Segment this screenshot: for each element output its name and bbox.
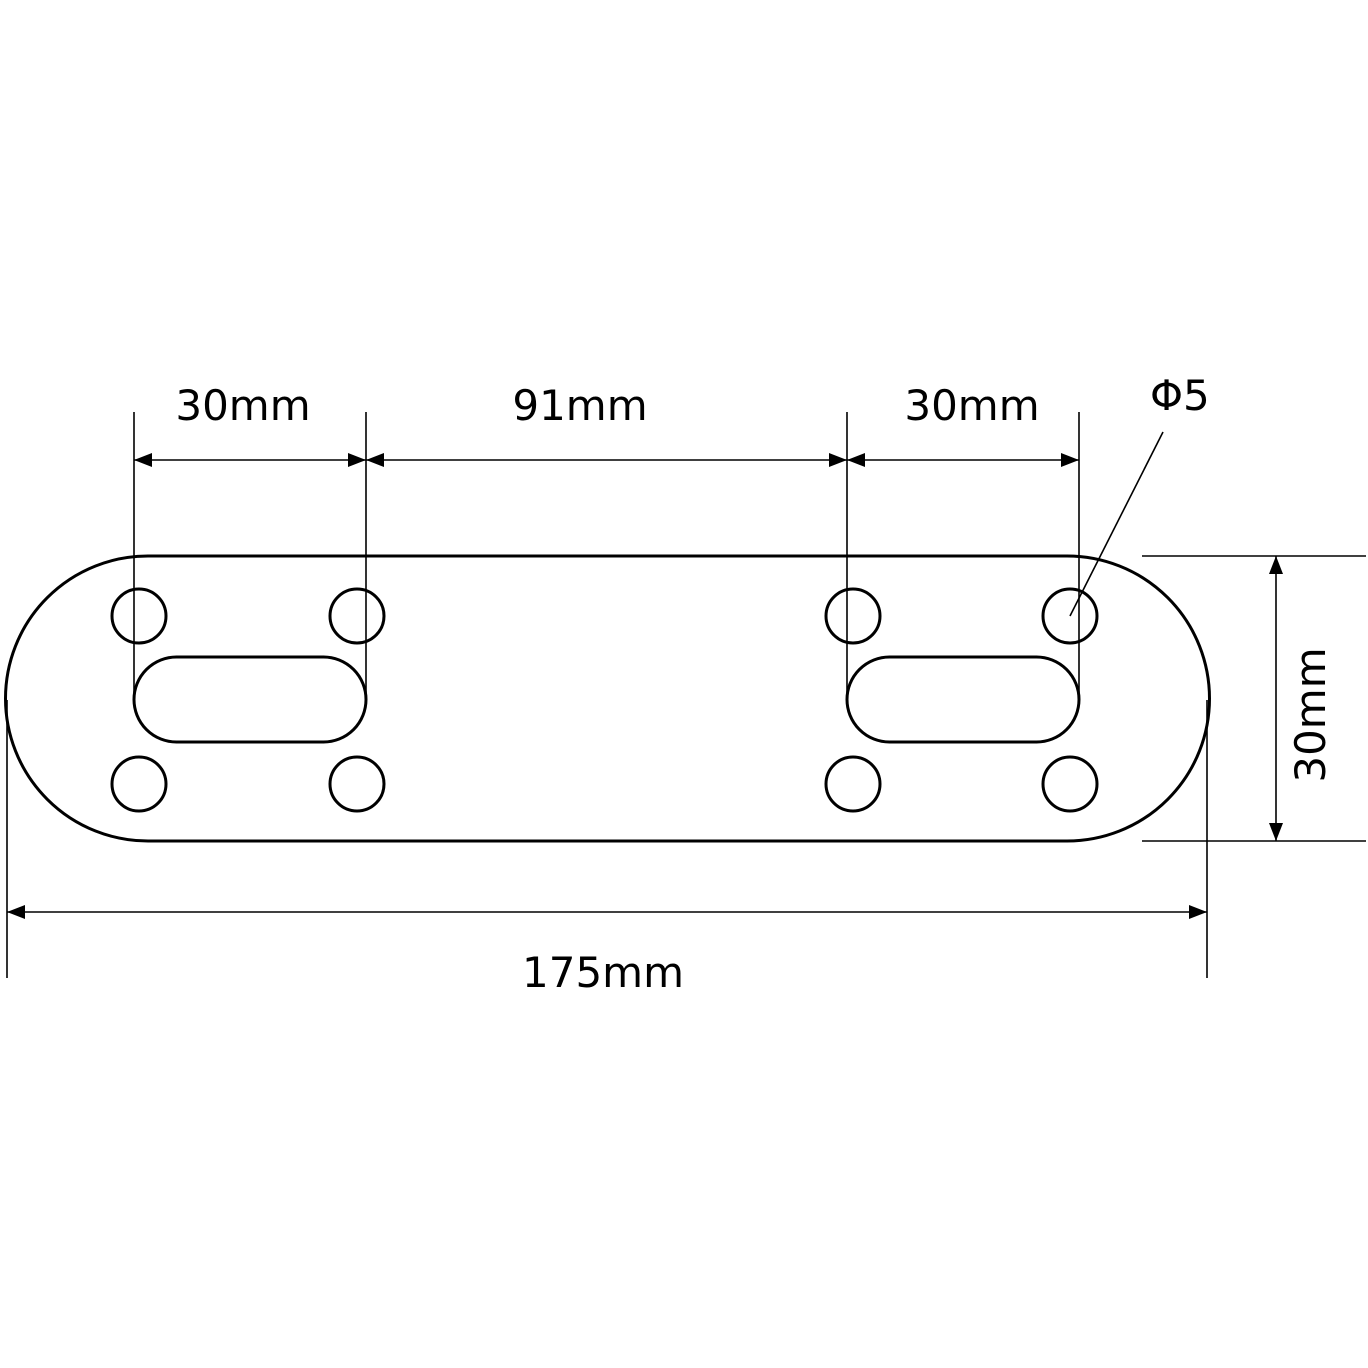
slot-left bbox=[132, 655, 368, 744]
hole-left-bottom-outer bbox=[110, 755, 168, 813]
hole-right-bottom-inner bbox=[824, 755, 882, 813]
arrowhead bbox=[366, 453, 384, 467]
hole-right-top-inner bbox=[824, 587, 882, 645]
arrowhead bbox=[1061, 453, 1079, 467]
arrowhead bbox=[829, 453, 847, 467]
hole-left-top-inner bbox=[328, 587, 386, 645]
dim-label-hole-diameter: Φ5 bbox=[1150, 371, 1210, 420]
arrowhead bbox=[1269, 556, 1283, 574]
hole-diameter-leader bbox=[1069, 431, 1164, 617]
arrowhead bbox=[1269, 823, 1283, 841]
arrowhead bbox=[847, 453, 865, 467]
arrowhead bbox=[134, 453, 152, 467]
dim-label-right-spacing: 30mm bbox=[904, 381, 1039, 430]
arrowhead bbox=[1189, 905, 1207, 919]
hole-left-top-outer bbox=[110, 587, 168, 645]
hole-right-bottom-outer bbox=[1041, 755, 1099, 813]
hole-right-top-outer bbox=[1041, 587, 1099, 645]
dim-label-left-spacing: 30mm bbox=[175, 381, 310, 430]
dim-label-plate-width: 30mm bbox=[1286, 647, 1335, 782]
slot-right bbox=[845, 655, 1081, 744]
dim-label-plate-length: 175mm bbox=[522, 948, 684, 997]
arrowhead bbox=[348, 453, 366, 467]
dim-label-center-spacing: 91mm bbox=[512, 381, 647, 430]
arrowhead bbox=[7, 905, 25, 919]
plate-outline bbox=[4, 554, 1211, 843]
hole-left-bottom-inner bbox=[328, 755, 386, 813]
